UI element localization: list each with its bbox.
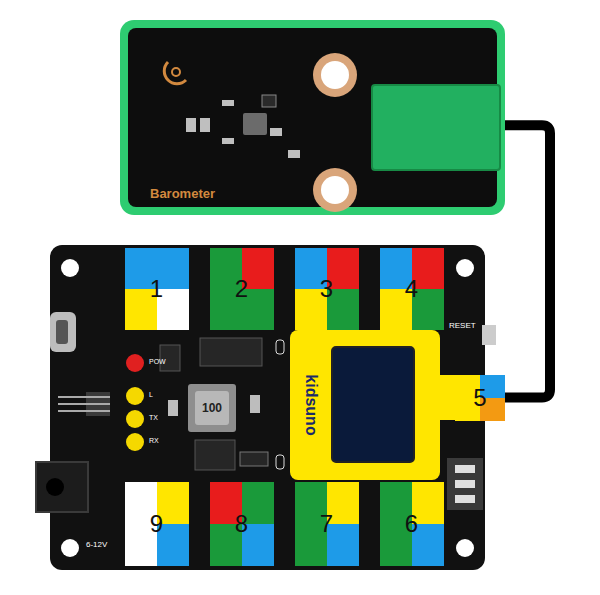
port-socket: 4	[380, 248, 443, 330]
reset-button	[482, 325, 496, 345]
port-socket: 2	[210, 248, 273, 330]
mount-hole	[321, 61, 349, 89]
port-number: 9	[150, 510, 163, 538]
logo	[172, 68, 180, 76]
component-value: 100	[202, 401, 222, 415]
board-pcb	[50, 245, 485, 570]
logo	[164, 62, 186, 84]
inductor	[195, 391, 229, 425]
regulator	[195, 440, 235, 470]
brand-name: kidsuno	[302, 374, 320, 435]
mount-hole	[61, 539, 79, 557]
resistor	[222, 138, 234, 144]
voltage-label: 6-12V	[86, 540, 107, 549]
capacitor	[200, 118, 210, 132]
pin	[58, 403, 110, 405]
module-name: Barometer	[150, 186, 215, 201]
port-socket: 9	[125, 482, 188, 565]
mount-hole	[313, 168, 357, 212]
led-label: POW	[149, 358, 166, 365]
port-number: 1	[150, 275, 163, 303]
transistor	[262, 95, 276, 107]
power-jack	[46, 478, 64, 496]
mount-hole	[313, 53, 357, 97]
resistor	[288, 150, 300, 158]
sensor-module: Barometer	[120, 20, 505, 215]
port-socket: 8	[210, 482, 273, 565]
resistor	[250, 395, 260, 413]
resistor	[222, 100, 234, 106]
led	[126, 387, 144, 405]
barometer-module	[120, 20, 505, 215]
inductor	[188, 384, 236, 432]
module-frame	[120, 20, 505, 215]
power-jack	[36, 462, 88, 512]
mount-hole	[61, 259, 79, 277]
mount-hole	[456, 259, 474, 277]
port-socket: 6	[380, 482, 443, 565]
pin	[58, 396, 110, 398]
port-socket: 7	[295, 482, 358, 565]
pad	[276, 455, 284, 469]
ic-chip	[200, 338, 262, 366]
capacitor	[186, 118, 196, 132]
led	[126, 410, 144, 428]
led-label: TX	[149, 414, 158, 421]
usb-c-port	[56, 320, 68, 344]
pin	[58, 410, 110, 412]
port-socket: 5	[455, 375, 505, 420]
port-number: 4	[405, 275, 418, 303]
kidsuno-board	[36, 245, 496, 570]
led	[126, 433, 144, 451]
connector-plug	[372, 85, 500, 170]
usb-c-port	[50, 312, 76, 352]
port-number: 3	[320, 275, 333, 303]
port-number: 6	[405, 510, 418, 538]
mount-hole	[321, 176, 349, 204]
power-switch	[455, 480, 475, 488]
mount-hole	[456, 539, 474, 557]
pad	[276, 340, 284, 354]
oled-screen	[332, 347, 414, 462]
led-label: RX	[149, 437, 159, 444]
cable	[505, 125, 550, 397]
port-socket: 3	[295, 248, 358, 330]
port-number: 2	[235, 275, 248, 303]
power-switch	[455, 465, 475, 473]
power-switch	[455, 495, 475, 503]
power-switch	[447, 458, 483, 510]
resistor	[270, 128, 282, 136]
sensor-chip	[243, 113, 267, 135]
port-number: 7	[320, 510, 333, 538]
led	[126, 354, 144, 372]
diode	[240, 452, 268, 466]
port-number: 5	[473, 384, 486, 412]
led-label: L	[149, 391, 153, 398]
controller-frame	[290, 330, 440, 480]
switch-label: RESET	[449, 321, 476, 330]
controller-board: kidsuno	[290, 330, 440, 480]
resistor	[168, 400, 178, 416]
port-number: 8	[235, 510, 248, 538]
port-socket: 1	[125, 248, 188, 330]
